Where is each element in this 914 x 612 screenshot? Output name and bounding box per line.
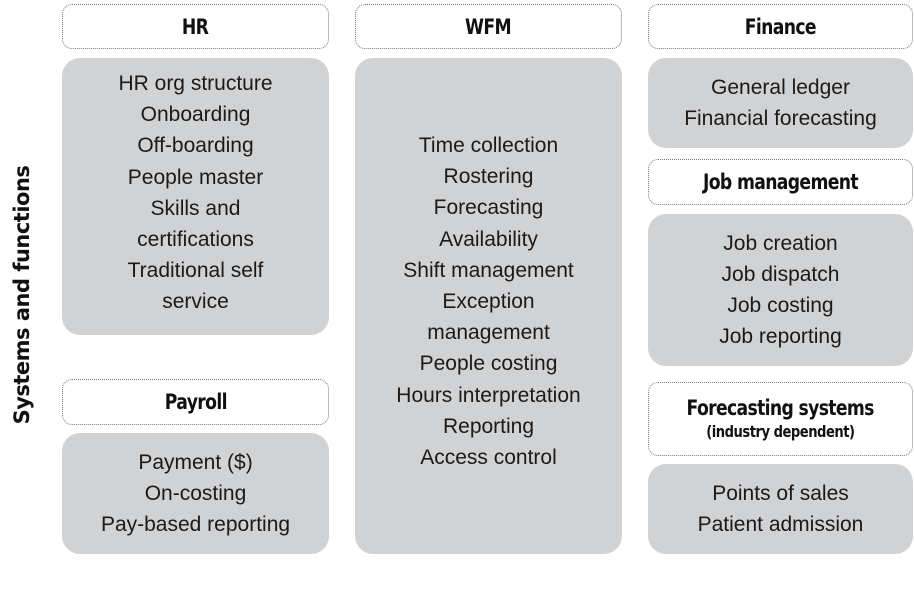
wfm-item: Exception — [442, 290, 535, 314]
payroll-item: Pay-based reporting — [100, 513, 291, 537]
forecasting-systems-item: Points of sales — [712, 481, 849, 505]
wfm-item: Reporting — [442, 414, 535, 438]
hr-item: certifications — [137, 228, 254, 252]
finance-header-title: Finance — [744, 14, 817, 39]
wfm-item: Access control — [420, 446, 557, 470]
payroll-item: Payment ($) — [138, 450, 253, 474]
hr-item: Skills and — [150, 196, 241, 220]
wfm-item: Availability — [439, 227, 538, 251]
job-management-item: Job reporting — [719, 325, 842, 349]
forecasting-systems-box: Points of sales Patient admission — [648, 464, 913, 554]
hr-item: service — [162, 290, 229, 314]
wfm-item: Shift management — [403, 258, 574, 282]
forecasting-systems-header-subtitle: (industry dependent) — [706, 422, 855, 441]
finance-header: Finance — [648, 4, 913, 49]
job-management-item: Job costing — [727, 294, 834, 317]
hr-box: HR org structure Onboarding Off-boarding… — [62, 58, 329, 335]
wfm-item: Rostering — [443, 165, 534, 189]
wfm-box: Time collection Rostering Forecasting Av… — [355, 58, 622, 554]
payroll-item: On-costing — [144, 481, 247, 505]
hr-header-title: HR — [182, 14, 209, 39]
hr-item: People master — [127, 165, 264, 189]
hr-item: Off-boarding — [137, 134, 254, 158]
wfm-item: Hours interpretation — [396, 383, 581, 407]
wfm-header: WFM — [355, 4, 622, 49]
job-management-item: Job creation — [723, 231, 838, 255]
hr-item: HR org structure — [118, 72, 273, 95]
wfm-item: management — [427, 321, 550, 345]
wfm-item: Time collection — [418, 134, 559, 157]
finance-box: General ledger Financial forecasting — [648, 58, 913, 148]
side-label: Systems and functions — [2, 160, 42, 430]
finance-item: Financial forecasting — [684, 107, 877, 130]
job-management-box: Job creation Job dispatch Job costing Jo… — [648, 214, 913, 366]
job-management-header-title: Job management — [703, 170, 859, 194]
forecasting-systems-header: Forecasting systems (industry dependent) — [648, 382, 913, 456]
hr-header: HR — [62, 4, 329, 49]
finance-item: General ledger — [711, 75, 850, 99]
payroll-header: Payroll — [62, 379, 329, 425]
hr-item: Onboarding — [140, 103, 251, 127]
hr-item: Traditional self — [127, 259, 264, 283]
wfm-header-title: WFM — [465, 14, 513, 39]
payroll-box: Payment ($) On-costing Pay-based reporti… — [62, 433, 329, 554]
forecasting-systems-header-title: Forecasting systems — [686, 396, 875, 420]
payroll-header-title: Payroll — [164, 390, 227, 414]
forecasting-systems-item: Patient admission — [697, 513, 864, 536]
job-management-item: Job dispatch — [721, 262, 840, 286]
wfm-item: People costing — [419, 352, 558, 376]
job-management-header: Job management — [648, 159, 913, 205]
wfm-item: Forecasting — [433, 196, 544, 220]
side-label-text: Systems and functions — [10, 165, 34, 425]
